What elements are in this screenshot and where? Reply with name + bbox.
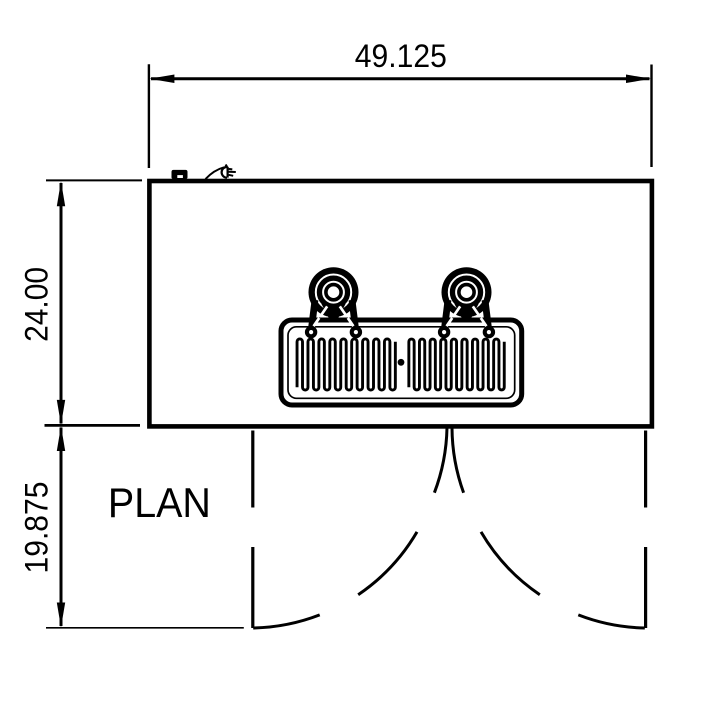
svg-text:49.125: 49.125 — [355, 38, 447, 74]
svg-text:PLAN: PLAN — [108, 479, 211, 526]
svg-text:19.875: 19.875 — [18, 482, 54, 574]
svg-text:24.00: 24.00 — [18, 267, 54, 342]
